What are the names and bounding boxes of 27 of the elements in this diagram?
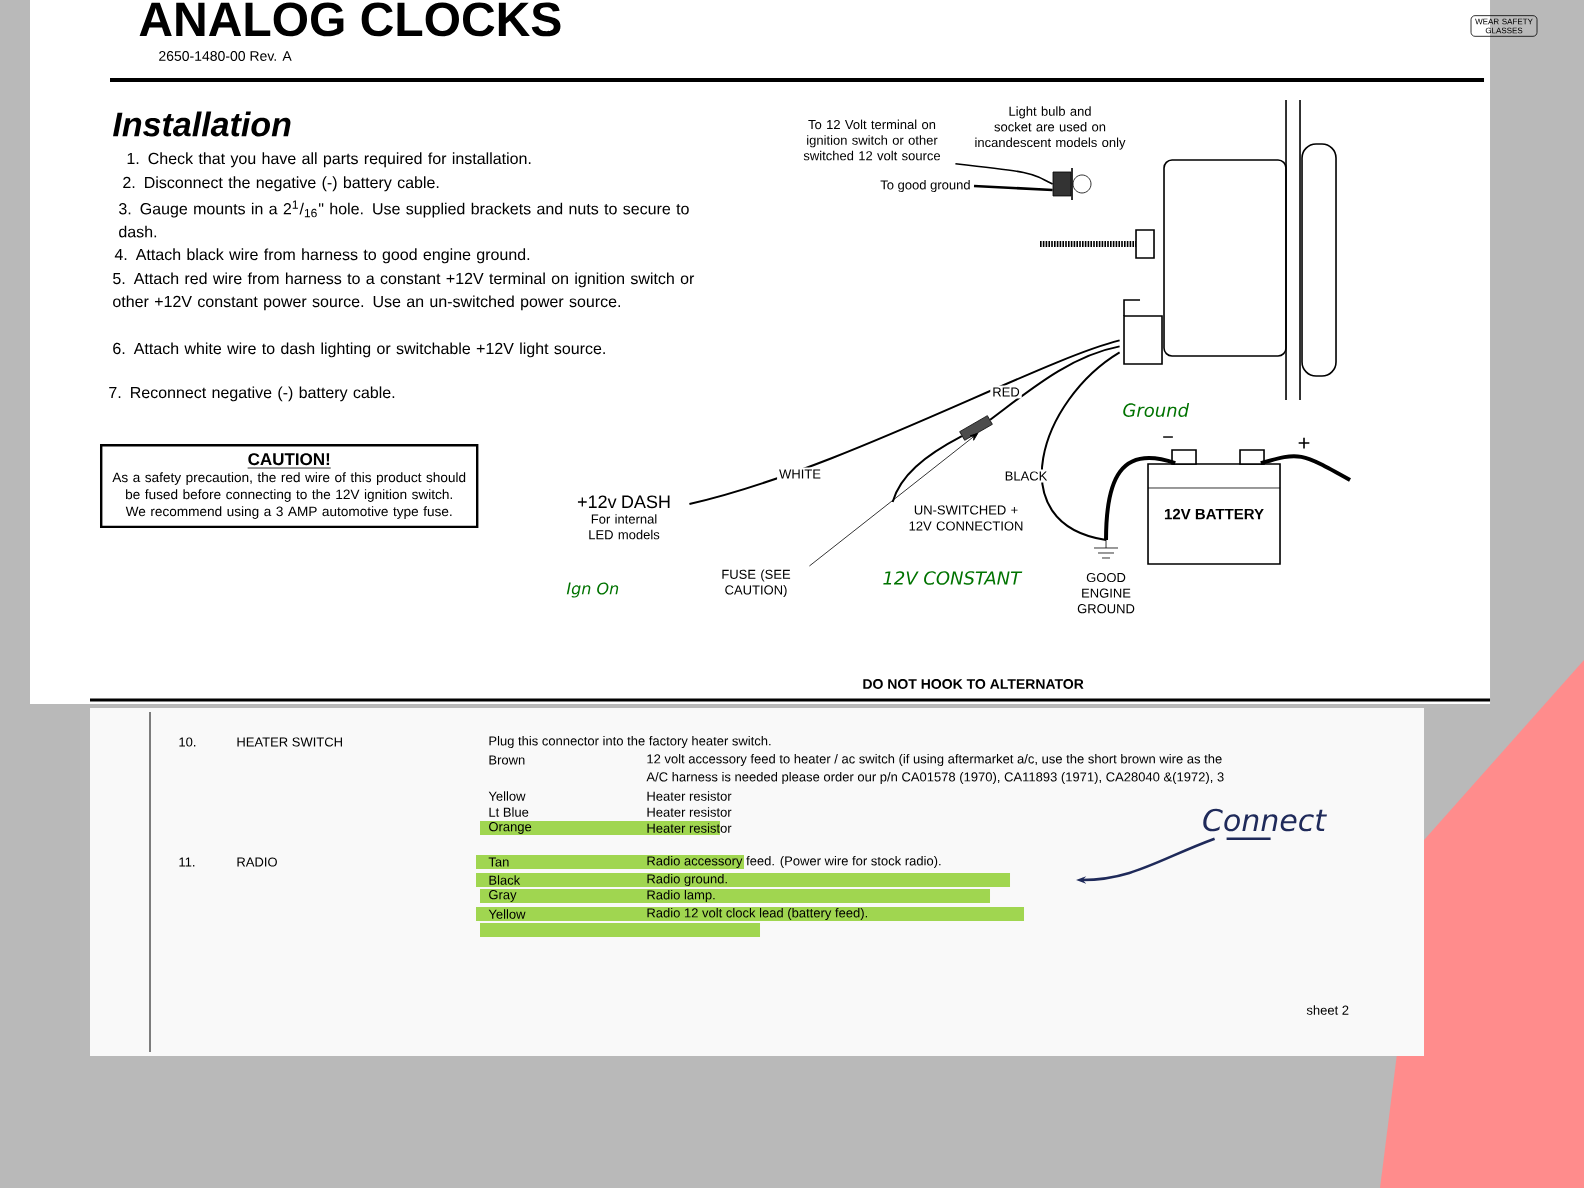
instruction-step: 1. Check that you have all parts required for installation. bbox=[127, 152, 531, 168]
title: ANALOG CLOCKS bbox=[139, 2, 561, 37]
gauge-drawing bbox=[1123, 99, 1337, 401]
wire bbox=[1040, 351, 1121, 541]
instruction-step: 5. Attach red wire from harness to a constant +12V terminal on ignition switch or other +12V constant power source. Use an un-switched power source. bbox=[113, 272, 695, 311]
wire bbox=[973, 184, 1053, 192]
wire bbox=[954, 162, 1054, 185]
cable bbox=[1104, 456, 1176, 541]
instruction-step: 4. Attach black wire from harness to good engine ground. bbox=[114, 248, 530, 264]
wire bbox=[688, 339, 1121, 505]
section-heading: Installation bbox=[113, 111, 291, 137]
handwritten-note: Ign On bbox=[566, 582, 619, 598]
wire bbox=[891, 435, 963, 503]
instruction-step: 7. Reconnect negative (-) battery cable. bbox=[109, 386, 395, 402]
handwritten-note: Connect bbox=[1203, 808, 1327, 840]
terminal-sign: − bbox=[1163, 436, 1173, 438]
instruction-step: 6. Attach white wire to dash lighting or switchable +12V light source. bbox=[113, 342, 605, 358]
terminal-sign: + bbox=[1298, 437, 1310, 449]
wire bbox=[989, 345, 1121, 421]
fuse-drawing bbox=[959, 415, 993, 441]
cable bbox=[1260, 454, 1351, 482]
handwritten-note: Ground bbox=[1123, 403, 1190, 417]
handwritten-note: 12V CONSTANT bbox=[883, 571, 1023, 585]
instruction-step: 2. Disconnect the negative (-) battery cable. bbox=[123, 176, 439, 192]
bulb-socket-drawing bbox=[1052, 167, 1092, 201]
leader-line bbox=[809, 432, 979, 567]
instruction-step: 3. Gauge mounts in a 2$^{1}$/$_{16}$" hole. Use supplied brackets and nuts to secure to dash. bbox=[119, 200, 689, 238]
